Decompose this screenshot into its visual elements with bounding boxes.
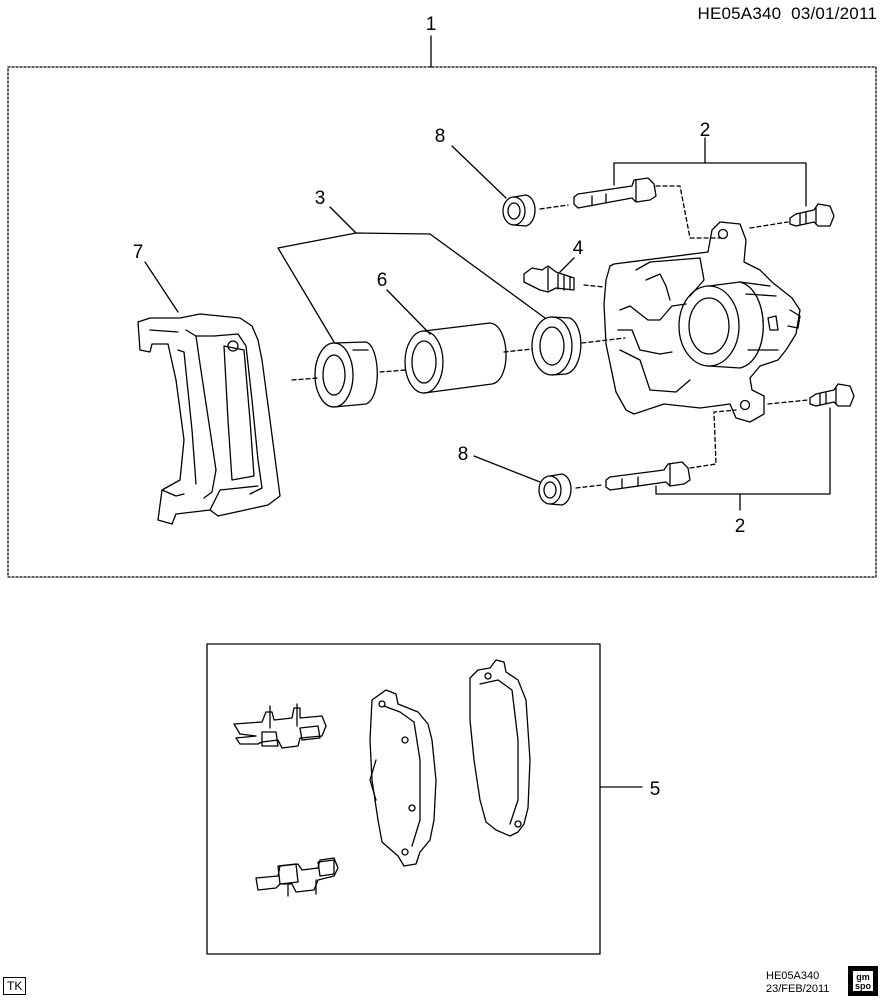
axis-line-1 (291, 377, 319, 381)
callout-3: 3 (315, 188, 326, 209)
callout-4: 4 (573, 238, 584, 259)
axis-line-bushing-lower (575, 484, 603, 489)
logo-top-text: gm (856, 972, 870, 982)
leader-8-lower (473, 455, 541, 483)
axis-line-4 (581, 337, 626, 344)
diagram-code: HE05A340 (697, 4, 782, 23)
footer-date: 23/FEB/2011 (766, 983, 830, 995)
pad-spring-clip-upper (233, 703, 327, 749)
callout-8-lower: 8 (458, 444, 469, 465)
guide-bushing-upper (502, 194, 536, 227)
axis-line-2 (379, 369, 407, 373)
callout-1: 1 (426, 14, 437, 35)
leader-3-top (277, 232, 431, 249)
logo-bottom-text: spo (854, 981, 871, 991)
diagram-date: 03/01/2011 (791, 4, 877, 23)
gm-spo-logo: gm spo (848, 966, 878, 996)
pad-kit-frame (206, 643, 601, 955)
callout-2-upper: 2 (700, 120, 711, 141)
piston-boot (314, 341, 378, 408)
guide-pin-lower (605, 461, 691, 491)
diagram-header: HE05A340 03/01/2011 (697, 4, 877, 24)
caliper-piston (404, 322, 507, 394)
axis-line-guide-lower (689, 409, 737, 469)
caliper-bracket (137, 313, 281, 525)
guide-pin-upper (573, 177, 657, 209)
bleeder-valve (523, 265, 575, 293)
leader-8-upper (451, 145, 507, 199)
callout-2-lower: 2 (735, 516, 746, 537)
brake-pad-outer (469, 659, 531, 837)
caliper-assembly-frame (7, 66, 877, 578)
footer-info: HE05A340 23/FEB/2011 (766, 970, 829, 996)
pad-spring-clip-lower (255, 857, 339, 897)
leader-6 (386, 289, 431, 335)
mounting-bolt-upper (789, 203, 835, 227)
tk-tag: TK (3, 977, 27, 995)
axis-line-bleeder (583, 284, 605, 288)
leader-2-upper-bracket (613, 162, 807, 207)
caliper-housing (603, 221, 801, 423)
callout-5: 5 (650, 779, 661, 800)
leader-3-left (277, 247, 335, 343)
guide-bushing-lower (538, 473, 572, 506)
mounting-bolt-lower (809, 383, 855, 407)
axis-line-3 (503, 348, 533, 353)
leader-4 (559, 257, 575, 273)
axis-line-bolt-upper (749, 221, 789, 229)
callout-6: 6 (377, 270, 388, 291)
leader-7 (144, 261, 179, 313)
brake-pad-inner (369, 689, 437, 867)
piston-seal (531, 316, 582, 376)
footer-code: HE05A340 (766, 970, 820, 982)
axis-line-guide-upper (655, 185, 721, 239)
axis-line-bushing-upper (539, 204, 569, 210)
leader-3-right (429, 233, 546, 319)
leader-3 (329, 206, 357, 234)
leader-2-lower-bracket (655, 407, 831, 495)
axis-line-bolt-lower (767, 399, 809, 405)
callout-7: 7 (133, 242, 144, 263)
callout-8-upper: 8 (435, 126, 446, 147)
